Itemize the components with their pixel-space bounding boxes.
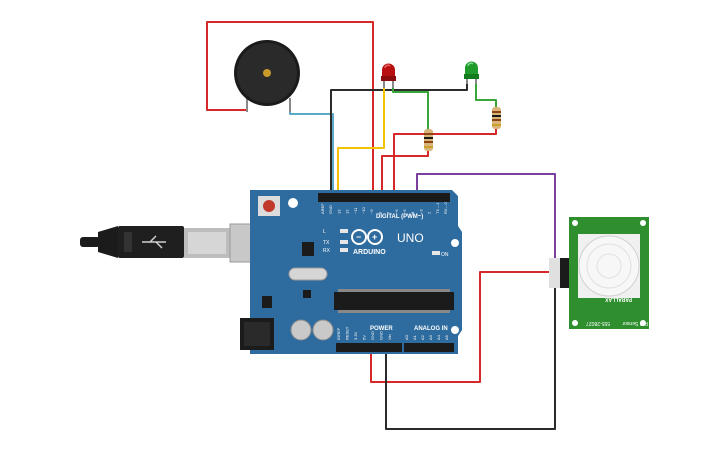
brand-text: ARDUINO — [353, 249, 386, 256]
mounting-hole — [451, 326, 459, 334]
wire-buzzer-teal[interactable] — [289, 110, 334, 198]
analog-header[interactable] — [404, 343, 454, 352]
capacitor — [312, 319, 334, 341]
digital-pin-label: 8 — [377, 211, 382, 214]
buzzer-hole — [263, 69, 271, 77]
digital-pin-label: 4 — [410, 211, 415, 214]
usb-icon — [142, 235, 166, 249]
analog-pin-label: A5 — [444, 334, 449, 340]
wire-red-5v[interactable] — [370, 271, 566, 383]
analog-pin-label: A1 — [412, 334, 417, 340]
model-text: UNO — [397, 231, 424, 245]
crystal — [288, 267, 328, 281]
wire-gnd-black[interactable] — [330, 80, 468, 198]
digital-header[interactable] — [318, 193, 450, 202]
power-pin-label: RESET — [345, 326, 350, 340]
digital-pin-label: 13 — [336, 209, 341, 214]
wire-green[interactable] — [392, 85, 429, 130]
usb-cable[interactable] — [80, 226, 230, 258]
digital-pin-label: ~9 — [369, 209, 374, 214]
analog-pin-label: A2 — [420, 334, 425, 340]
digital-label: DIGITAL (PWM~) — [376, 214, 423, 220]
reset-button[interactable] — [258, 196, 280, 216]
buzzer[interactable] — [234, 40, 300, 112]
arduino-board[interactable]: − + ARDUINO UNO DIGITAL (PWM~) POWER ANA… — [240, 190, 462, 354]
digital-pin-label: ~5 — [402, 209, 407, 214]
wire-yellow[interactable] — [337, 85, 385, 198]
resistor-1[interactable] — [424, 129, 433, 151]
capacitor — [290, 319, 312, 341]
on-label: ON — [441, 252, 449, 258]
digital-pin-label: GND — [328, 205, 333, 214]
pir-lens — [578, 235, 640, 297]
led-green[interactable] — [464, 61, 479, 84]
wire-buzzer-red[interactable] — [206, 21, 374, 198]
power-pin-label: IOREF — [336, 327, 341, 340]
digital-pin-label: 2 — [427, 211, 432, 214]
logo-minus: − — [356, 232, 361, 242]
analog-label: ANALOG IN — [414, 326, 448, 332]
power-header[interactable] — [336, 343, 402, 352]
power-label: POWER — [370, 326, 393, 332]
digital-pin-label: ~10 — [361, 206, 366, 214]
arduino-logo-icon — [351, 229, 383, 245]
wire-green-led[interactable] — [475, 80, 497, 108]
digital-pin-label: ~3 — [418, 209, 423, 214]
digital-pin-label: AREF — [320, 203, 325, 214]
onboard-led-label: L — [323, 229, 326, 235]
atmega-chip — [334, 289, 454, 313]
power-pin-label: Vin — [387, 334, 392, 340]
digital-pin-label: RX←0 — [443, 201, 448, 214]
wire-red-resistor1[interactable] — [381, 150, 429, 198]
onboard-led-label: TX — [323, 240, 330, 246]
digital-pin-label: 12 — [345, 209, 350, 214]
logo-plus: + — [372, 232, 377, 242]
digital-pin-label: 7 — [386, 211, 391, 214]
led-red[interactable] — [381, 63, 396, 89]
power-pin-label: GND — [379, 331, 384, 340]
digital-pin-label: TX→1 — [435, 202, 440, 214]
analog-pin-label: A0 — [404, 334, 409, 340]
pir-brand: PARALLAX — [604, 296, 632, 302]
power-pin-label: GND — [370, 331, 375, 340]
digital-pin-label: ~6 — [394, 209, 399, 214]
mounting-hole — [288, 198, 298, 208]
power-pin-label: 5V — [362, 335, 367, 340]
pir-label-1: PIR Sensor — [622, 320, 648, 326]
analog-pin-label: A3 — [428, 334, 433, 340]
onboard-led-label: RX — [323, 248, 331, 254]
wire-red-resistor2[interactable] — [393, 128, 497, 198]
resistor-2[interactable] — [492, 107, 501, 129]
pir-label-2: 555-28027 — [586, 320, 610, 326]
power-pin-label: 3.3V — [353, 331, 358, 340]
analog-pin-label: A4 — [436, 334, 441, 340]
mounting-hole — [451, 239, 459, 247]
pir-sensor[interactable]: PARALLAX PIR Sensor 555-28027 — [549, 217, 649, 329]
digital-pin-label: ~11 — [353, 207, 358, 214]
